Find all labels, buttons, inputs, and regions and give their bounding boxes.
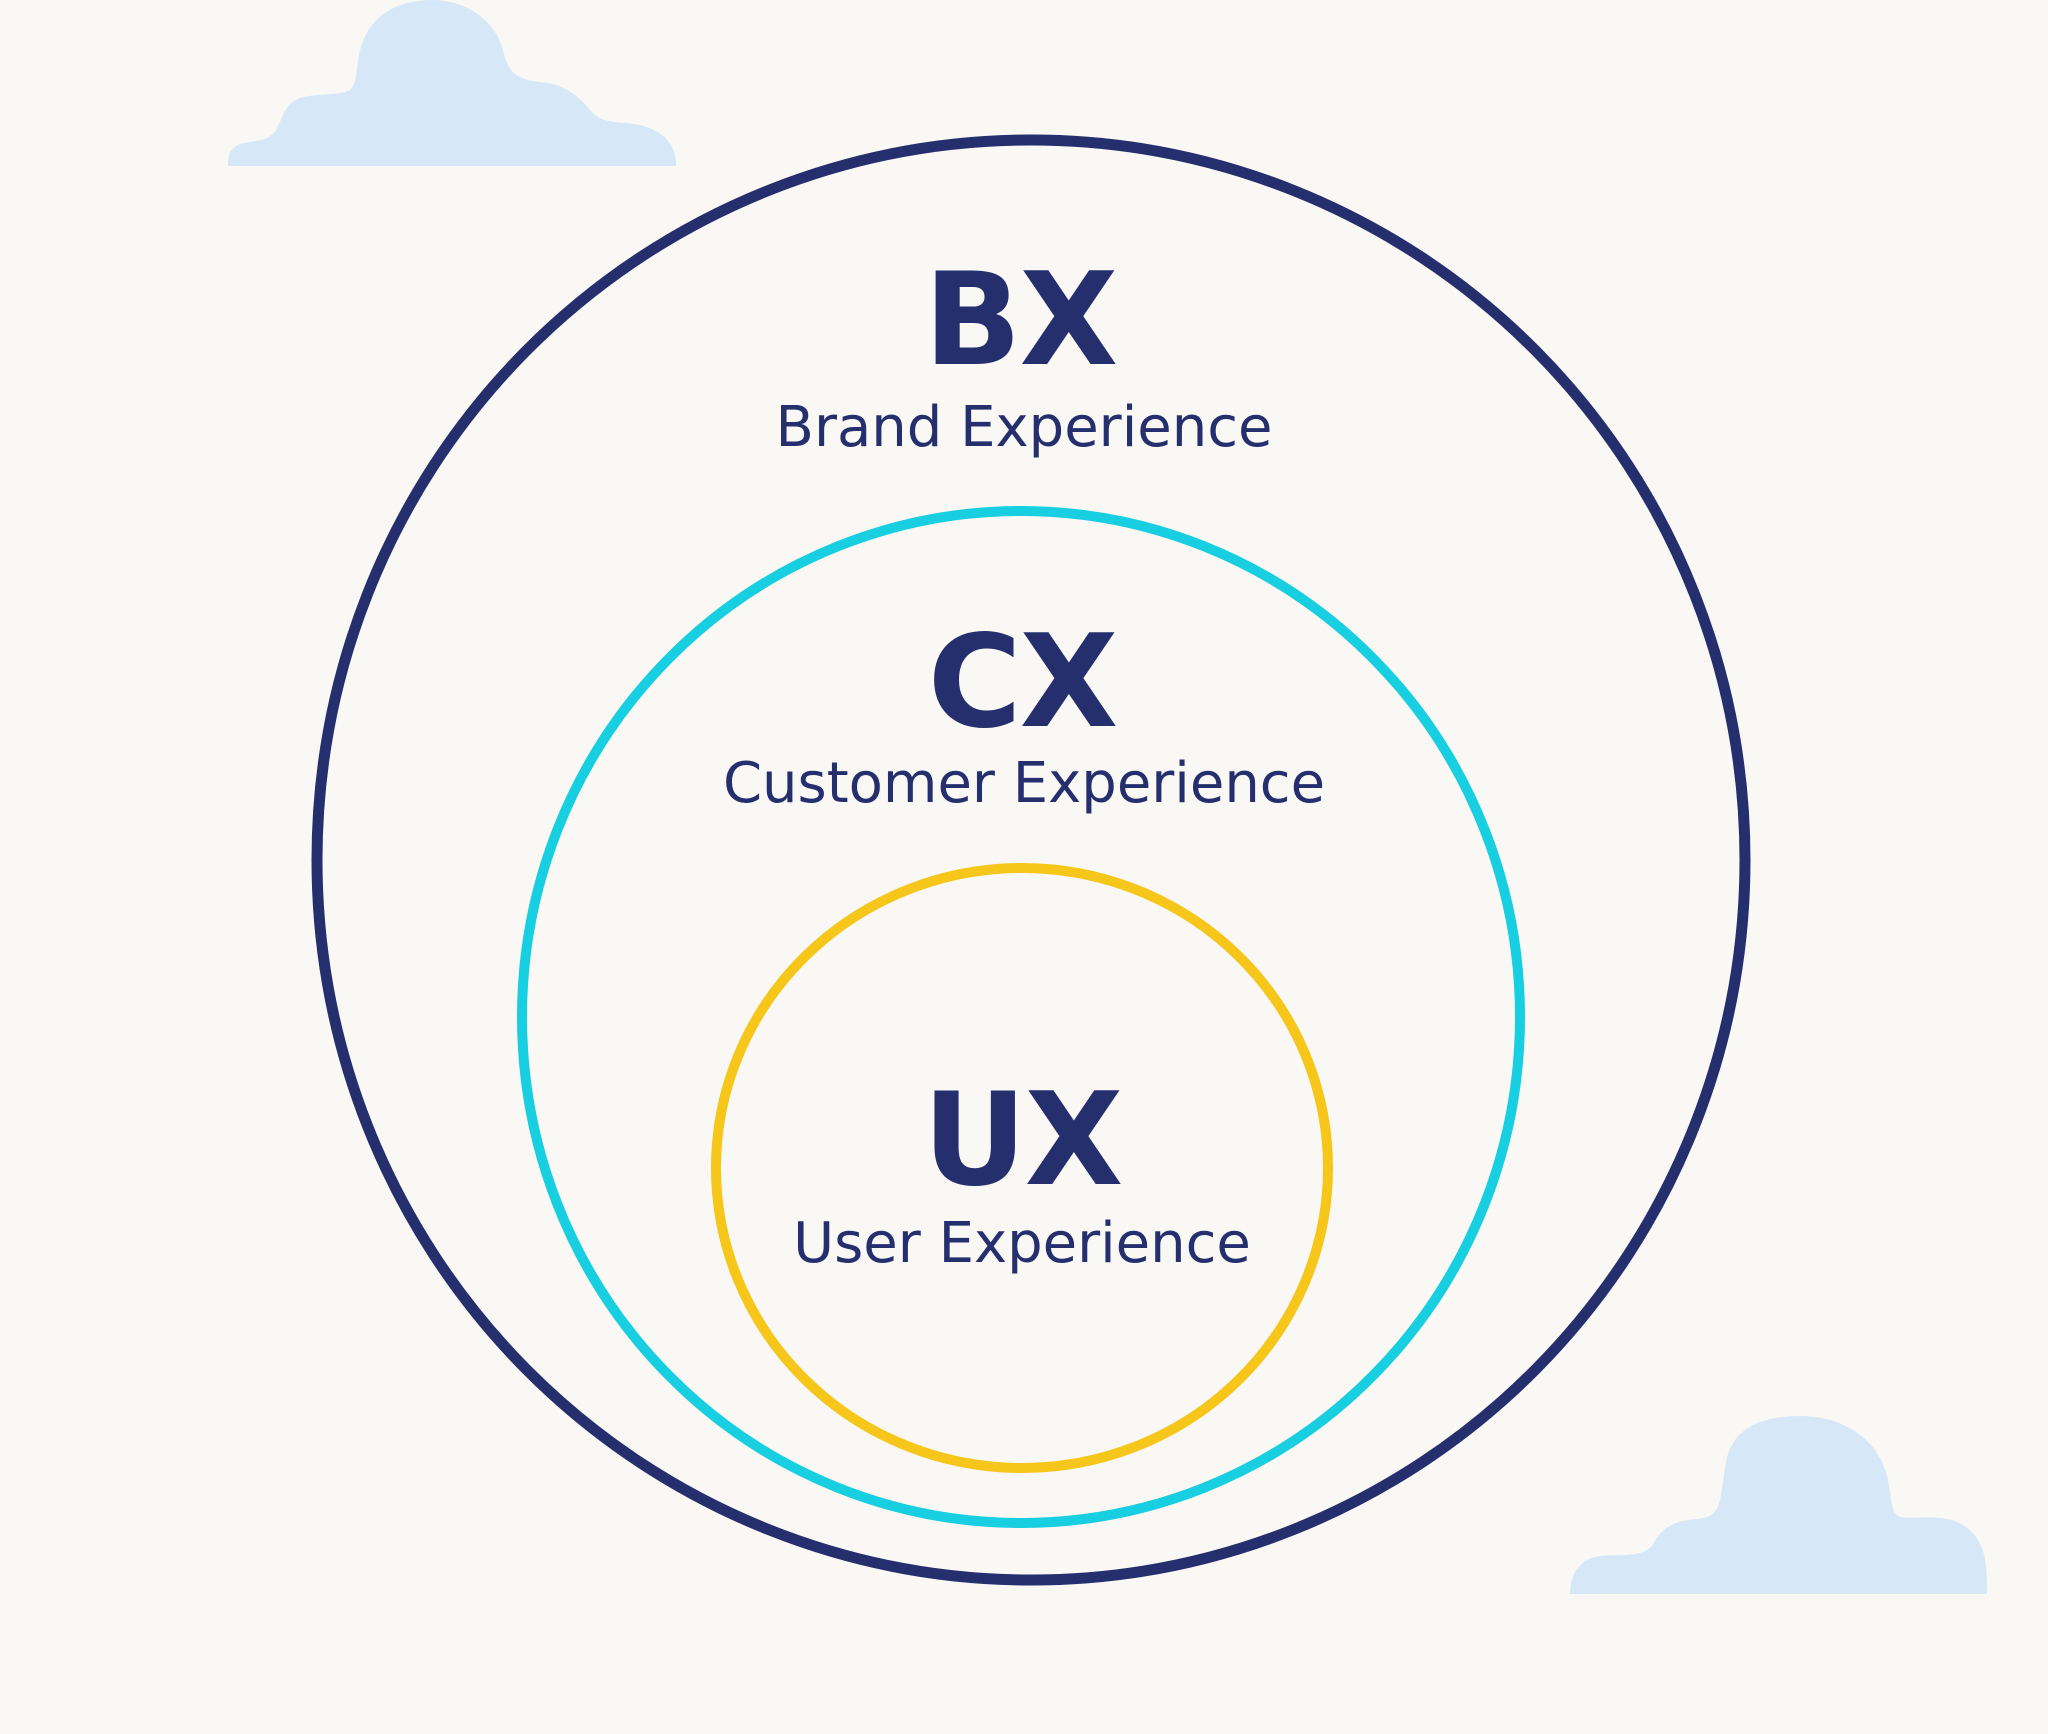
- bx-label: Brand Experience: [776, 395, 1273, 460]
- cloud-icon: [228, 0, 676, 166]
- ux-ring: [711, 863, 1333, 1473]
- cloud-icon: [1570, 1416, 1987, 1594]
- cx-ring: [517, 506, 1525, 1528]
- ux-abbreviation: UX: [923, 1066, 1122, 1215]
- cx-abbreviation: CX: [928, 608, 1117, 757]
- ux-label: User Experience: [793, 1211, 1251, 1276]
- bx-abbreviation: BX: [924, 246, 1117, 395]
- bx-ring: [311, 134, 1751, 1586]
- cx-label: Customer Experience: [723, 751, 1325, 816]
